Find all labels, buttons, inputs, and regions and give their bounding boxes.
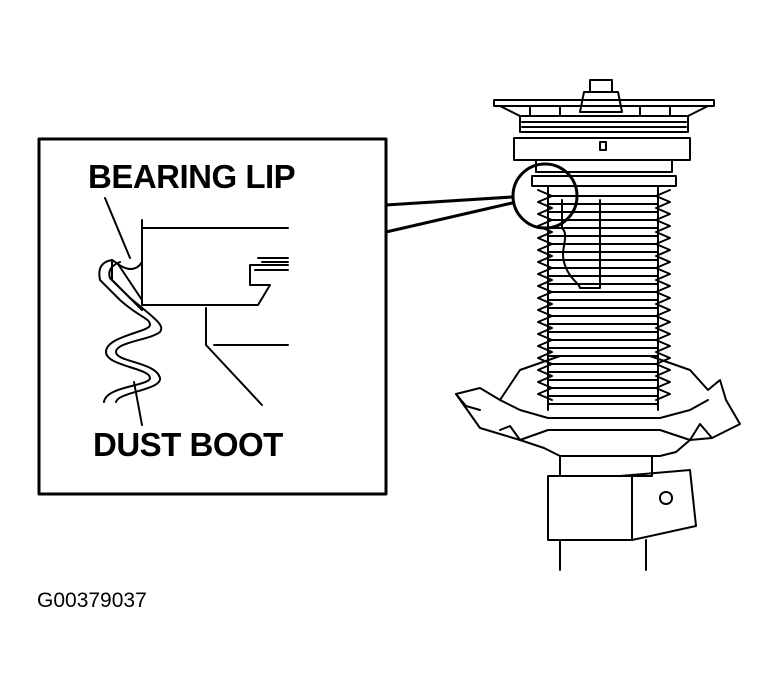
lower-spring-seat bbox=[455, 355, 741, 457]
bellows-ribs bbox=[547, 195, 659, 405]
inset-frame bbox=[37, 137, 388, 496]
bump-stop bbox=[561, 199, 601, 289]
mount-ribs bbox=[521, 105, 687, 128]
strut-tube bbox=[547, 455, 653, 571]
callout-leader bbox=[384, 195, 514, 207]
bearing-lip-leader bbox=[104, 197, 131, 259]
top-mount-plate bbox=[493, 99, 715, 117]
strut-rod-profile bbox=[205, 307, 289, 406]
detail-inset bbox=[37, 137, 514, 496]
figure-code: G00379037 bbox=[37, 589, 147, 612]
bearing-step bbox=[254, 257, 289, 271]
rod-tip bbox=[599, 141, 607, 151]
strut-assembly bbox=[455, 79, 741, 571]
bracket-hole bbox=[659, 491, 673, 505]
dust-boot-label: DUST BOOT bbox=[93, 426, 283, 463]
dust-boot-leader bbox=[133, 381, 143, 426]
bearing-housing bbox=[141, 219, 289, 306]
detail-callout-circle bbox=[511, 162, 579, 230]
top-mount-body bbox=[513, 115, 691, 161]
bearing-lip-label: BEARING LIP bbox=[88, 158, 296, 195]
dust-boot-profile bbox=[98, 259, 151, 403]
lower-seat-lip bbox=[455, 393, 709, 441]
dust-boot-profile-inner bbox=[108, 261, 163, 403]
coil-spring-left bbox=[537, 189, 553, 401]
callout-leader-lower bbox=[384, 201, 514, 234]
lower-seat-tabs bbox=[499, 423, 713, 441]
coil-spring-right bbox=[655, 189, 671, 401]
bearing-lip-seal bbox=[111, 259, 143, 311]
bearing-lip-inner bbox=[117, 263, 143, 301]
strut-bracket bbox=[619, 469, 697, 541]
mount-nut bbox=[579, 79, 623, 113]
